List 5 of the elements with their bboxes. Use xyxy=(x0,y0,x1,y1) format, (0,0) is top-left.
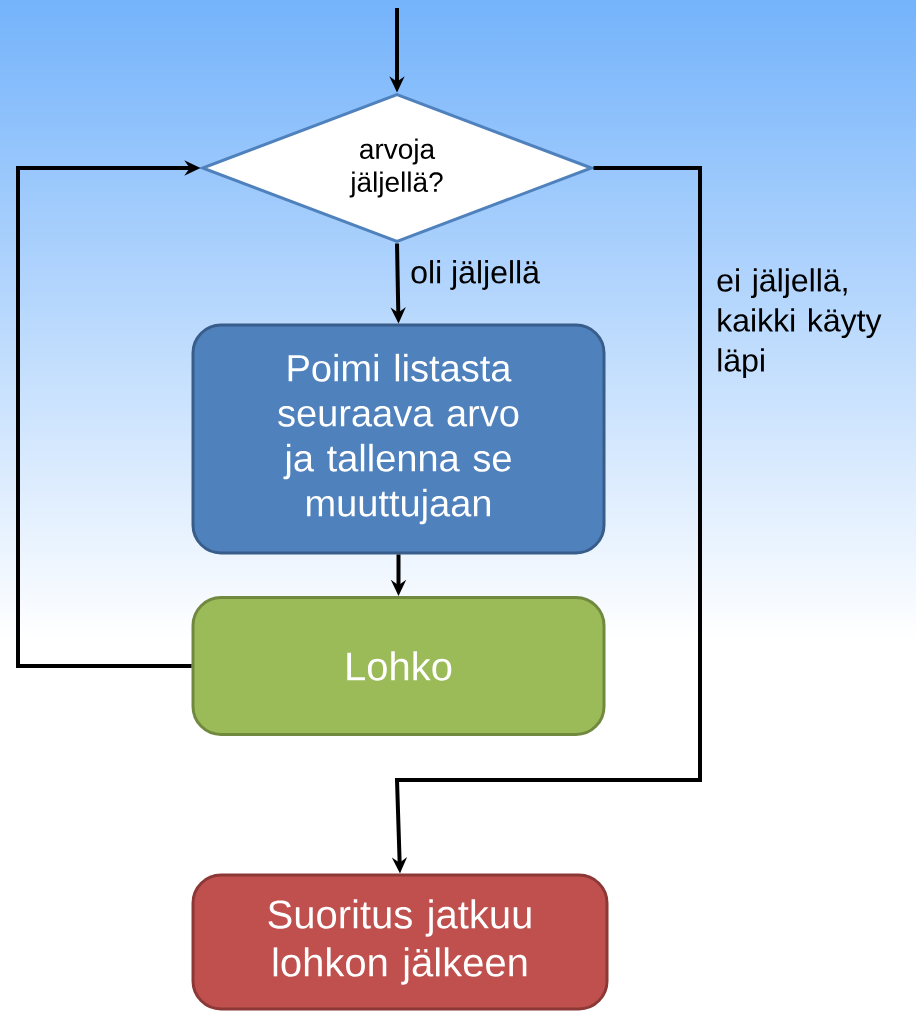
process-box: Poimi listasta seuraava arvo ja tallenna se muuttujaan xyxy=(191,323,606,555)
end-box: Suoritus jatkuu lohkon jälkeen xyxy=(191,873,609,1011)
edge-label: oli jäljellä xyxy=(411,260,540,290)
process-box: Lohko xyxy=(191,596,606,736)
edge-label: ei jäljellä, kaikki käyty läpi xyxy=(717,268,882,379)
